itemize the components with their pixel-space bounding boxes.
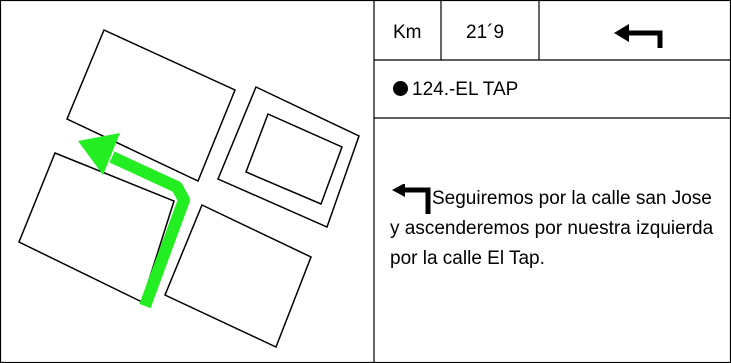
description-text: Seguiremos por la calle san Jose y ascen… [390, 188, 714, 269]
waypoint-row: 124.-EL TAP [393, 79, 518, 101]
city-block-right-inner [245, 112, 343, 205]
city-block-top-left [66, 28, 236, 183]
distance-label: Km [393, 22, 422, 43]
city-block-bottom-right [164, 203, 312, 349]
route-arrow [78, 133, 190, 309]
bullet-dot-icon [393, 81, 408, 96]
turn-left-arrow-icon [390, 184, 432, 214]
route-description: Seguiremos por la calle san Jose y ascen… [390, 184, 726, 274]
turn-left-arrow-icon [614, 24, 663, 48]
waypoint-name: 124.-EL TAP [412, 79, 519, 100]
map-diagram [18, 28, 360, 349]
distance-value: 21´9 [466, 22, 505, 43]
